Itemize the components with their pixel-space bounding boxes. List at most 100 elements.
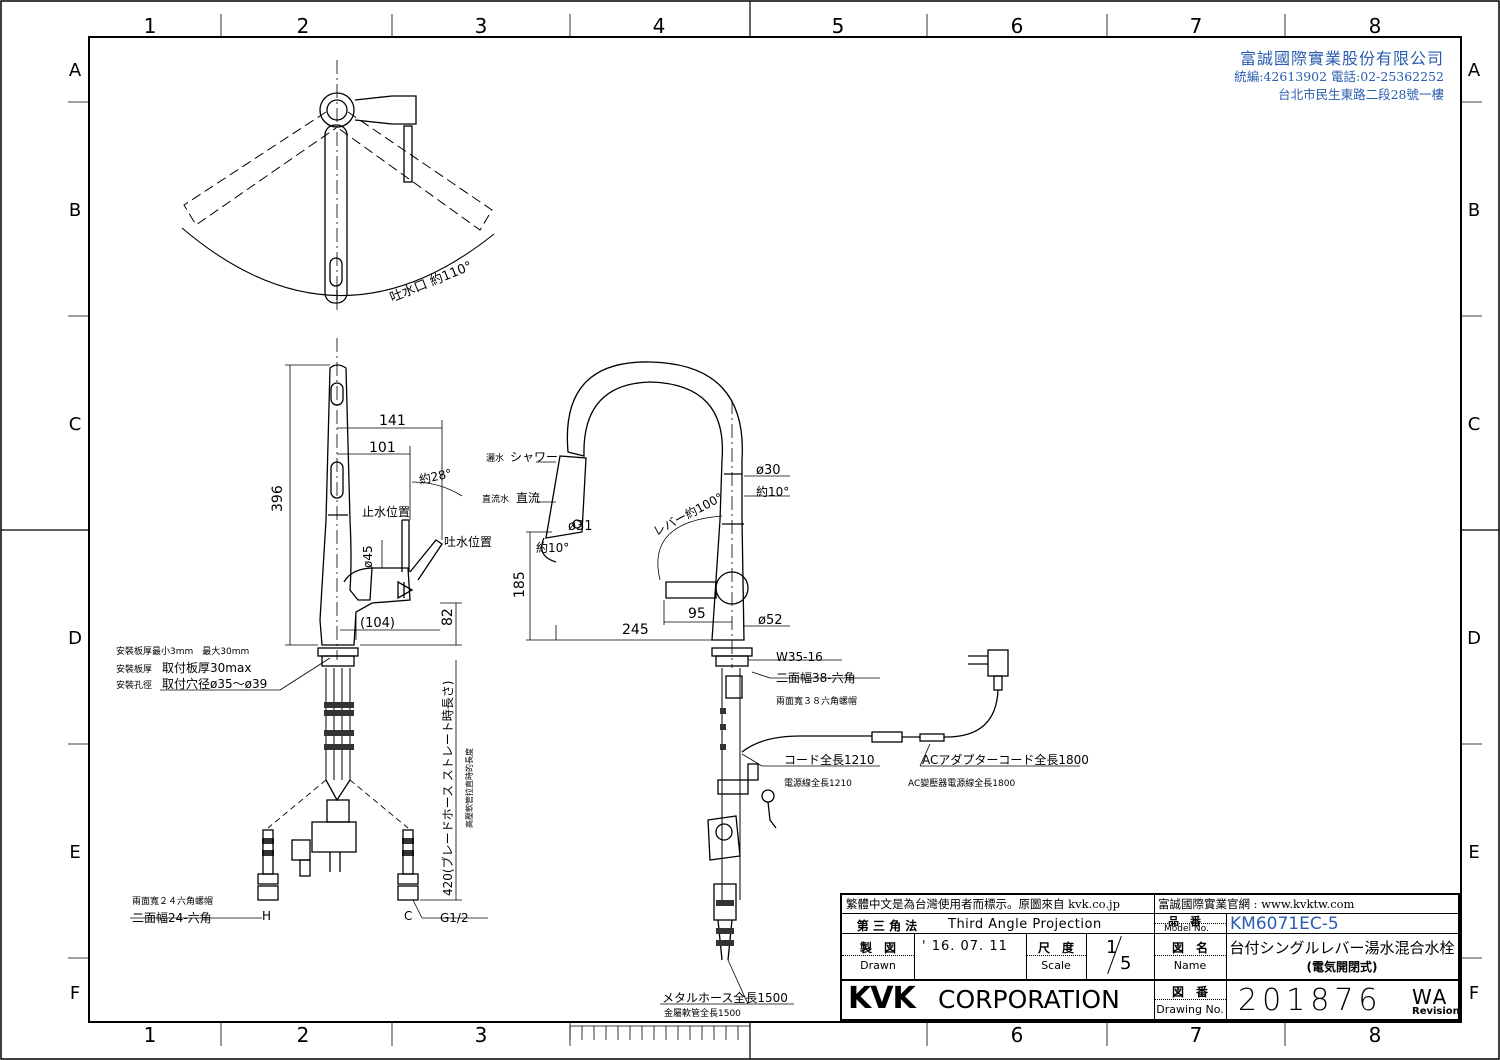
hole-dia-tw: 安裝孔徑 (116, 679, 152, 691)
tb-scale-den: 5 (1120, 953, 1132, 974)
grid-row-C: C (69, 414, 82, 435)
tb-drawn-en: Drawn (860, 959, 896, 972)
title-block: 繁體中文是為台灣使用者而標示。原圖來自 kvk.co.jp 富誠國際實業官網 :… (840, 893, 1460, 1021)
tb-model-number: KM6071EC-5 (1230, 914, 1339, 934)
grid-row-D-right: D (1467, 628, 1481, 649)
company-name: 富誠國際實業股份有限公司 (1239, 49, 1444, 68)
tb-drawing-number: 201876 (1238, 983, 1383, 1018)
dia-31: ø31 (568, 519, 593, 534)
tb-dwg-en: Drawing No. (1156, 1003, 1224, 1016)
hose-length-tw: 高壓軟管拉直時的長度 (464, 748, 474, 828)
grid-row-C-right: C (1468, 414, 1481, 435)
dim-104: (104) (360, 616, 395, 631)
grid-col-3-bottom: 3 (475, 1023, 488, 1047)
hole-dia: 取付穴径ø35～ø39 (162, 676, 267, 691)
hose-length-label: 420(ブレードホース ストレート時長さ) (440, 681, 455, 896)
hot-label: H (262, 909, 271, 923)
tb-kvk-logo: KVK (848, 981, 916, 1016)
dim-245: 245 (622, 622, 649, 638)
lever-angle: レバー約100° (650, 489, 725, 538)
grid-col-5: 5 (832, 14, 845, 38)
tb-product-name: 台付シングルレバー湯水混合水栓 (1229, 939, 1455, 957)
spout-position-label: 吐水位置 (444, 534, 492, 549)
top-view (181, 60, 495, 310)
dia-52: ø52 (758, 613, 783, 628)
tb-model-label: 品 番 (1168, 915, 1201, 928)
company-info: 富誠國際實業股份有限公司 統編:42613902 電話:02-25362252 … (1234, 50, 1444, 104)
thread-w35: W35-16 (776, 650, 823, 664)
grid-col-8: 8 (1369, 14, 1382, 38)
grid-row-A-right: A (1468, 60, 1481, 81)
company-address: 台北市民生東路二段28號一樓 (1278, 87, 1444, 102)
dia-30: ø30 (756, 463, 781, 478)
tb-angle-jp: 第 三 角 法 (856, 919, 918, 933)
nut-tw: 兩面寬２４六角螺帽 (132, 895, 213, 907)
top-view-spout-label: 吐水口 約110° (388, 259, 475, 306)
grid-col-2: 2 (297, 14, 310, 38)
tb-scale-num: 1 (1106, 937, 1118, 958)
angle-28: 約28° (418, 465, 454, 487)
hex38-label: 二面幅38-六角 (776, 670, 856, 685)
dim-141: 141 (379, 413, 406, 429)
grid-row-B: B (69, 200, 81, 221)
side-view (130, 338, 488, 919)
plate-thickness-tw: 安裝板厚最小3mm 最大30mm (116, 645, 249, 657)
tb-scale-jp: 尺 度 (1037, 941, 1074, 955)
grid-row-A: A (69, 60, 82, 81)
metal-hose-length: メタルホース全長1500 (662, 990, 788, 1005)
grid-row-D: D (68, 628, 82, 649)
tb-name-en: Name (1173, 959, 1207, 972)
grid-row-E-right: E (1468, 842, 1479, 863)
ac-cord-length-tw: AC變壓器電源線全長1800 (908, 777, 1015, 789)
grid-col-7: 7 (1190, 14, 1203, 38)
grid-col-8-bottom: 8 (1369, 1023, 1382, 1047)
tb-scale-en: Scale (1041, 959, 1071, 972)
stop-position-label: 止水位置 (362, 504, 410, 519)
front-view (526, 361, 1080, 1005)
tb-name-jp: 図 名 (1171, 941, 1208, 955)
tb-drawn-date: ' 16. 07. 11 (922, 939, 1008, 954)
tb-model-label-en: Model No. (1164, 924, 1209, 934)
grid-row-F: F (70, 983, 80, 1004)
dim-396: 396 (270, 485, 286, 512)
angle-10a: 約10° (536, 540, 569, 555)
tb-dwg-jp: 図 番 (1171, 985, 1208, 999)
metal-hose-length-tw: 金屬軟管全長1500 (664, 1007, 741, 1019)
dim-101: 101 (369, 440, 396, 456)
grid-row-E: E (69, 842, 80, 863)
company-tax-phone: 統編:42613902 電話:02-25362252 (1234, 69, 1444, 84)
dim-185: 185 (512, 571, 528, 598)
angle-10b: 約10° (756, 484, 789, 499)
dia-45: ø45 (361, 545, 375, 568)
tb-product-sub: (電気開閉式) (1306, 960, 1378, 974)
cold-label: C (404, 909, 412, 923)
ac-cord-length: ACアダプターコード全長1800 (922, 752, 1089, 767)
tb-drawn-jp: 製 図 (859, 941, 896, 955)
grid-row-B-right: B (1468, 200, 1480, 221)
grid-col-7-bottom: 7 (1190, 1023, 1203, 1047)
tb-corporation: CORPORATION (938, 985, 1120, 1014)
grid-col-2-bottom: 2 (297, 1023, 310, 1047)
cord-length-tw: 電源線全長1210 (784, 777, 852, 789)
grid-col-3: 3 (475, 14, 488, 38)
grid-row-F-right: F (1469, 983, 1479, 1004)
grid-col-1-bottom: 1 (144, 1023, 157, 1047)
shower-label: シャワー (510, 450, 558, 464)
hex38-tw: 兩面寬３８六角螺帽 (776, 695, 857, 707)
tb-angle-en: Third Angle Projection (948, 917, 1102, 932)
dim-95: 95 (688, 606, 706, 622)
straight-label: 直流 (516, 491, 540, 505)
tb-notice: 繁體中文是為台灣使用者而標示。原圖來自 kvk.co.jp (846, 897, 1120, 911)
dim-82: 82 (440, 608, 456, 626)
plate-thickness: 取付板厚30max (162, 661, 251, 675)
grid-col-6: 6 (1011, 14, 1024, 38)
grid-col-6-bottom: 6 (1011, 1023, 1024, 1047)
grid-col-1: 1 (144, 14, 157, 38)
tb-revision: WA (1412, 985, 1449, 1009)
straight-tw: 直流水 (482, 493, 509, 505)
plate-thickness-tw2: 安裝板厚 (116, 663, 152, 675)
thread-label: G1/2 (440, 911, 469, 925)
nut-label: 二面幅24-六角 (132, 910, 212, 925)
cord-length: コード全長1210 (784, 752, 875, 767)
